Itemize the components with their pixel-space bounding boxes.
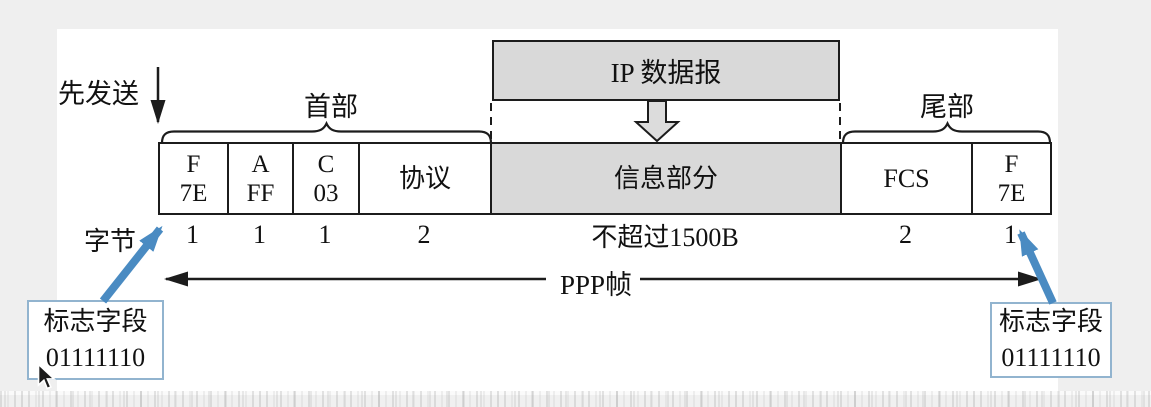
byte-count-protocol: 2 bbox=[417, 220, 431, 249]
flag-note-left-bits: 01111110 bbox=[45, 343, 146, 372]
field-protocol: 协议 bbox=[358, 142, 492, 215]
field-address-line2: FF bbox=[246, 179, 275, 207]
byte-count-fcs: 2 bbox=[899, 220, 912, 249]
field-fcs: FCS bbox=[840, 142, 973, 215]
field-fcs-label: FCS bbox=[883, 164, 930, 193]
ip-datagram-label: IP 数据报 bbox=[610, 58, 722, 88]
byte-count-control: 1 bbox=[318, 220, 332, 249]
field-flag-end: F 7E bbox=[971, 142, 1052, 215]
field-control: C 03 bbox=[292, 142, 360, 215]
field-flag-start: F 7E bbox=[158, 142, 229, 215]
flag-note-left: 标志字段 01111110 bbox=[27, 300, 164, 380]
byte-count-information: 不超过1500B bbox=[591, 222, 739, 252]
field-control-line1: C bbox=[317, 150, 335, 178]
ip-datagram-box: IP 数据报 bbox=[492, 40, 840, 101]
byte-row-label: 字节 bbox=[84, 227, 137, 256]
byte-count-address: 1 bbox=[253, 220, 266, 249]
field-information-label: 信息部分 bbox=[613, 164, 718, 193]
mouse-cursor bbox=[37, 363, 57, 390]
flag-note-right-bits: 01111110 bbox=[1001, 343, 1101, 372]
ppp-frame-label: PPP帧 bbox=[554, 263, 639, 302]
field-flag-start-line1: F bbox=[186, 150, 201, 178]
byte-count-flag-start: 1 bbox=[186, 220, 199, 249]
header-brace-label: 首部 bbox=[304, 92, 358, 122]
field-address-line1: A bbox=[251, 150, 270, 178]
bottom-noise-strip bbox=[0, 391, 1151, 407]
field-protocol-label: 协议 bbox=[398, 164, 451, 193]
byte-count-flag-end: 1 bbox=[1004, 220, 1017, 249]
field-control-line2: 03 bbox=[313, 179, 339, 207]
flag-note-right-title: 标志字段 bbox=[998, 307, 1103, 336]
trailer-brace-label: 尾部 bbox=[920, 92, 974, 122]
field-flag-start-line2: 7E bbox=[179, 179, 208, 207]
field-information: 信息部分 bbox=[490, 142, 842, 215]
field-flag-end-line2: 7E bbox=[997, 179, 1026, 207]
field-flag-end-line1: F bbox=[1004, 150, 1019, 178]
flag-note-right: 标志字段 01111110 bbox=[990, 302, 1112, 378]
send-first-label: 先发送 bbox=[58, 79, 139, 109]
field-address: A FF bbox=[227, 142, 294, 215]
flag-note-left-title: 标志字段 bbox=[43, 307, 148, 336]
